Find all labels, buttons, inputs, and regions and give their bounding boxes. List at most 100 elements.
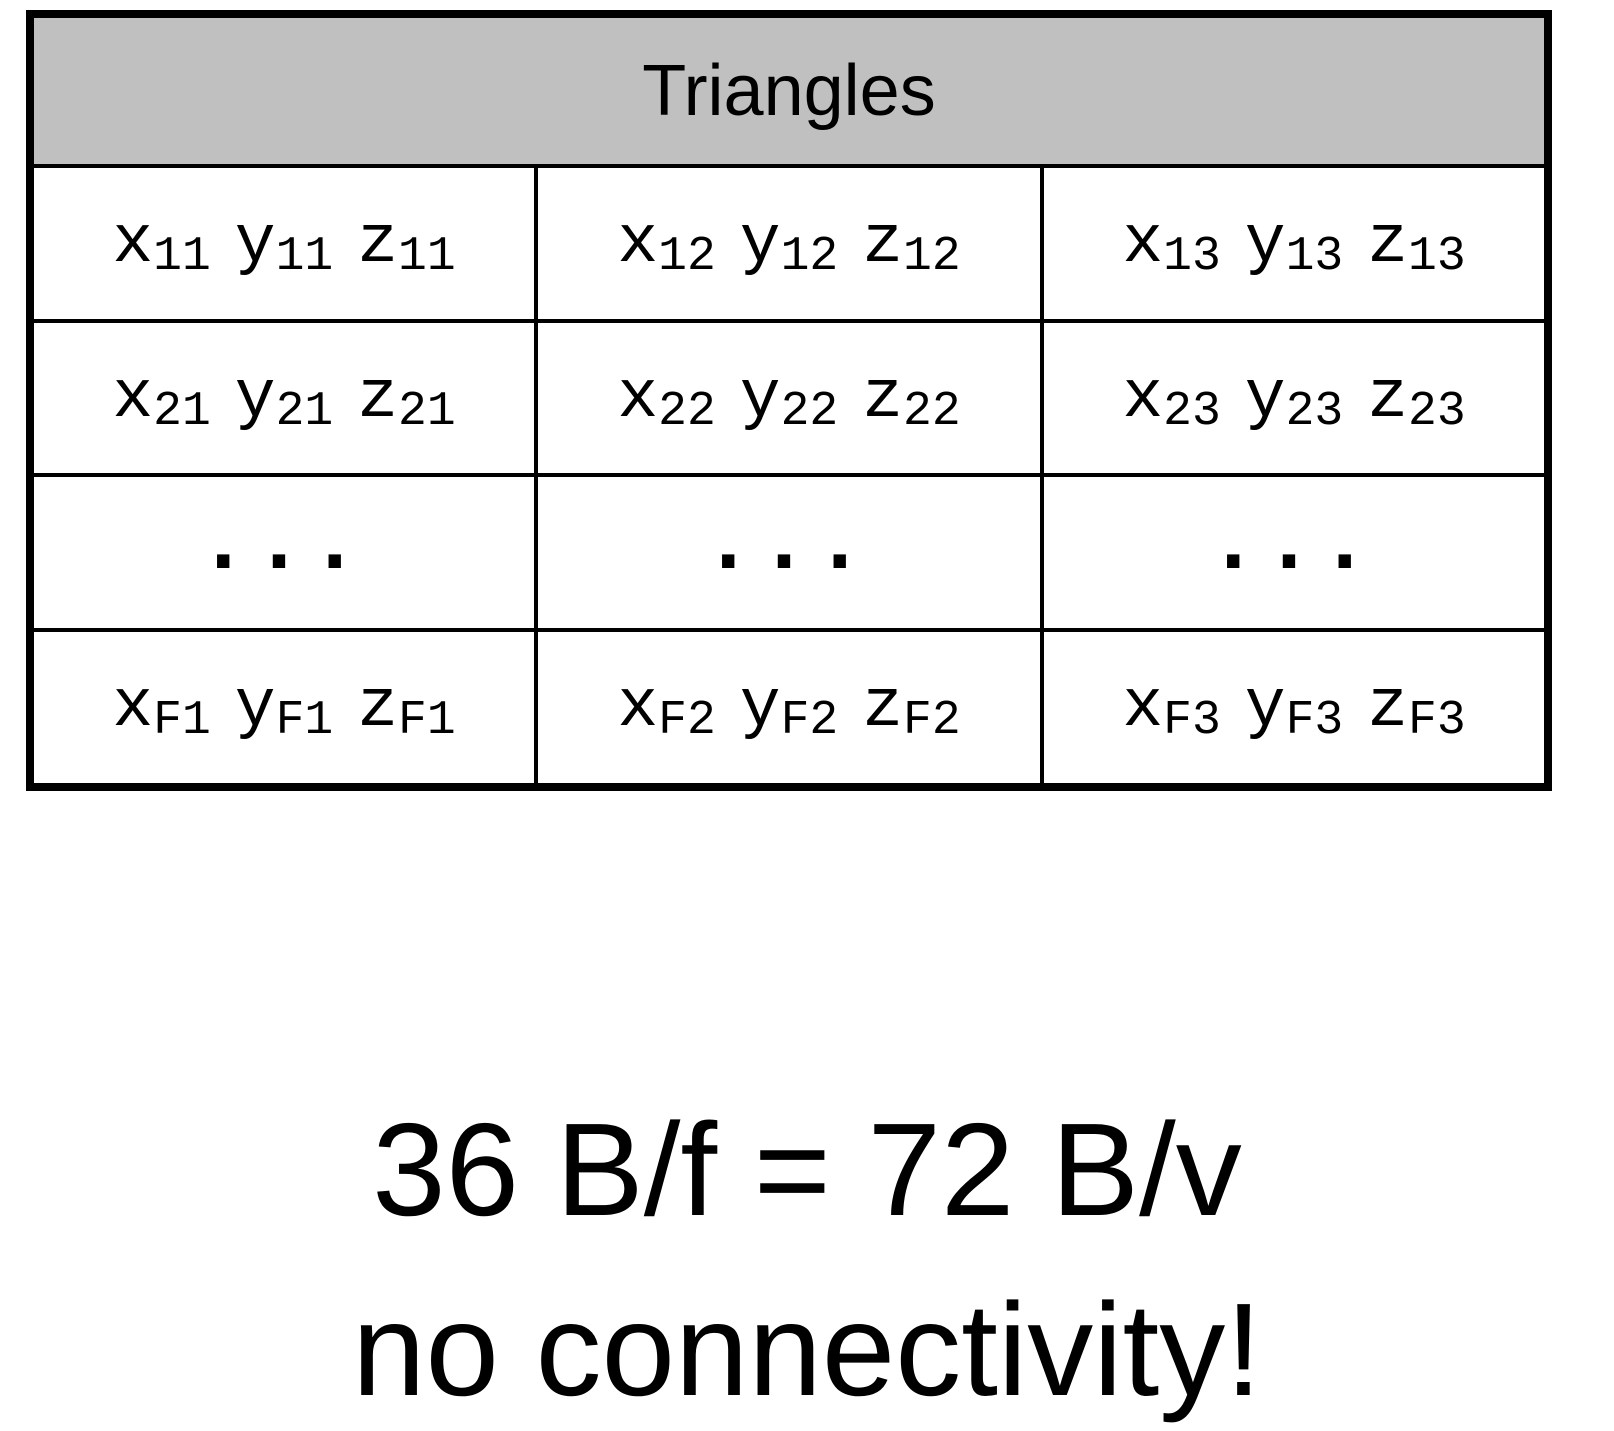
coordinate: x13: [1122, 204, 1221, 284]
coordinate-index: 12: [658, 229, 716, 284]
coordinate: xF2: [617, 669, 716, 749]
coordinate-index: 11: [153, 229, 211, 284]
coordinate-index: F3: [1408, 694, 1466, 749]
coordinate-index: 22: [658, 384, 716, 439]
coordinate-index: 23: [1163, 384, 1221, 439]
coordinate: x23: [1122, 359, 1221, 439]
coordinate: x11: [112, 204, 211, 284]
coordinate: xF3: [1122, 669, 1221, 749]
coordinate-axis: x: [1122, 204, 1164, 282]
coordinate-axis: z: [357, 669, 399, 747]
coordinate-axis: z: [862, 669, 904, 747]
coordinate-index: 13: [1408, 229, 1466, 284]
table-title: Triangles: [30, 14, 1548, 168]
coordinate: y23: [1244, 359, 1344, 439]
coordinate-axis: z: [1367, 204, 1409, 282]
coordinate-axis: y: [1244, 669, 1286, 747]
coordinate-axis: y: [234, 669, 276, 747]
coordinate-axis: x: [112, 204, 154, 282]
coordinate-index: F3: [1285, 694, 1344, 749]
coordinate-index: F2: [903, 694, 961, 749]
coordinate: z12: [862, 204, 961, 284]
coordinate: y13: [1244, 204, 1344, 284]
coordinate-index: 11: [398, 229, 456, 284]
coordinate-axis: x: [617, 359, 659, 437]
coordinate-axis: x: [1122, 669, 1164, 747]
coordinate-axis: x: [617, 669, 659, 747]
ellipsis: ...: [1210, 497, 1378, 587]
coordinate-index: F2: [658, 694, 716, 749]
vertex-cell: ...: [28, 473, 538, 633]
table-row: .........: [28, 473, 1550, 633]
connectivity-caption: no connectivity!: [352, 1276, 1262, 1423]
coordinate: y21: [234, 359, 334, 439]
coordinate-index: 23: [1285, 384, 1344, 439]
coordinate-axis: y: [739, 669, 781, 747]
coordinate: zF3: [1367, 669, 1466, 749]
coordinate-axis: z: [1367, 359, 1409, 437]
coordinate: z11: [357, 204, 456, 284]
coordinate-axis: y: [739, 359, 781, 437]
coordinate: x22: [617, 359, 716, 439]
coordinate: x12: [617, 204, 716, 284]
coordinate: yF3: [1244, 669, 1344, 749]
coordinate-axis: y: [1244, 204, 1286, 282]
coordinate: z21: [357, 359, 455, 439]
coordinate-index: 12: [780, 229, 839, 284]
coordinate-axis: z: [862, 204, 904, 282]
vertex-cell: ...: [1040, 473, 1550, 633]
coordinate-axis: y: [234, 204, 276, 282]
coordinate-axis: x: [617, 204, 659, 282]
coordinate-axis: z: [357, 204, 399, 282]
coordinate: xF1: [112, 669, 211, 749]
coordinate: z13: [1367, 204, 1466, 284]
coordinate: z22: [862, 359, 961, 439]
coordinate-index: F2: [780, 694, 839, 749]
coordinate: yF2: [739, 669, 839, 749]
vertex-cell: ...: [534, 473, 1044, 633]
coordinate: zF1: [357, 669, 456, 749]
coordinate-axis: y: [1244, 359, 1286, 437]
coordinate-index: 23: [1408, 384, 1466, 439]
coordinate: x21: [112, 359, 211, 439]
coordinate-index: 12: [903, 229, 961, 284]
coordinate-index: 13: [1163, 229, 1221, 284]
coordinate-axis: x: [112, 359, 154, 437]
coordinate-axis: z: [357, 359, 399, 437]
coordinate-index: 22: [903, 384, 961, 439]
coordinate-index: F1: [275, 694, 334, 749]
coordinate: y11: [234, 204, 334, 284]
coordinate: yF1: [234, 669, 334, 749]
coordinate: y12: [739, 204, 839, 284]
storage-cost-caption: 36 B/f = 72 B/v: [372, 1096, 1242, 1243]
coordinate-index: 11: [275, 229, 334, 284]
coordinate-index: F3: [1163, 694, 1221, 749]
coordinate-axis: x: [112, 669, 154, 747]
coordinate-axis: y: [234, 359, 276, 437]
coordinate-axis: z: [862, 359, 904, 437]
coordinate-axis: y: [739, 204, 781, 282]
table-header-row: Triangles: [30, 14, 1548, 168]
coordinate-axis: x: [1122, 359, 1164, 437]
coordinate-index: F1: [153, 694, 211, 749]
coordinate-index: 21: [275, 384, 334, 439]
coordinate-axis: z: [1367, 669, 1409, 747]
coordinate-index: F1: [398, 694, 456, 749]
coordinate-index: 21: [153, 384, 211, 439]
coordinate-index: 13: [1285, 229, 1344, 284]
coordinate-index: 22: [780, 384, 839, 439]
ellipsis: ...: [705, 497, 873, 587]
